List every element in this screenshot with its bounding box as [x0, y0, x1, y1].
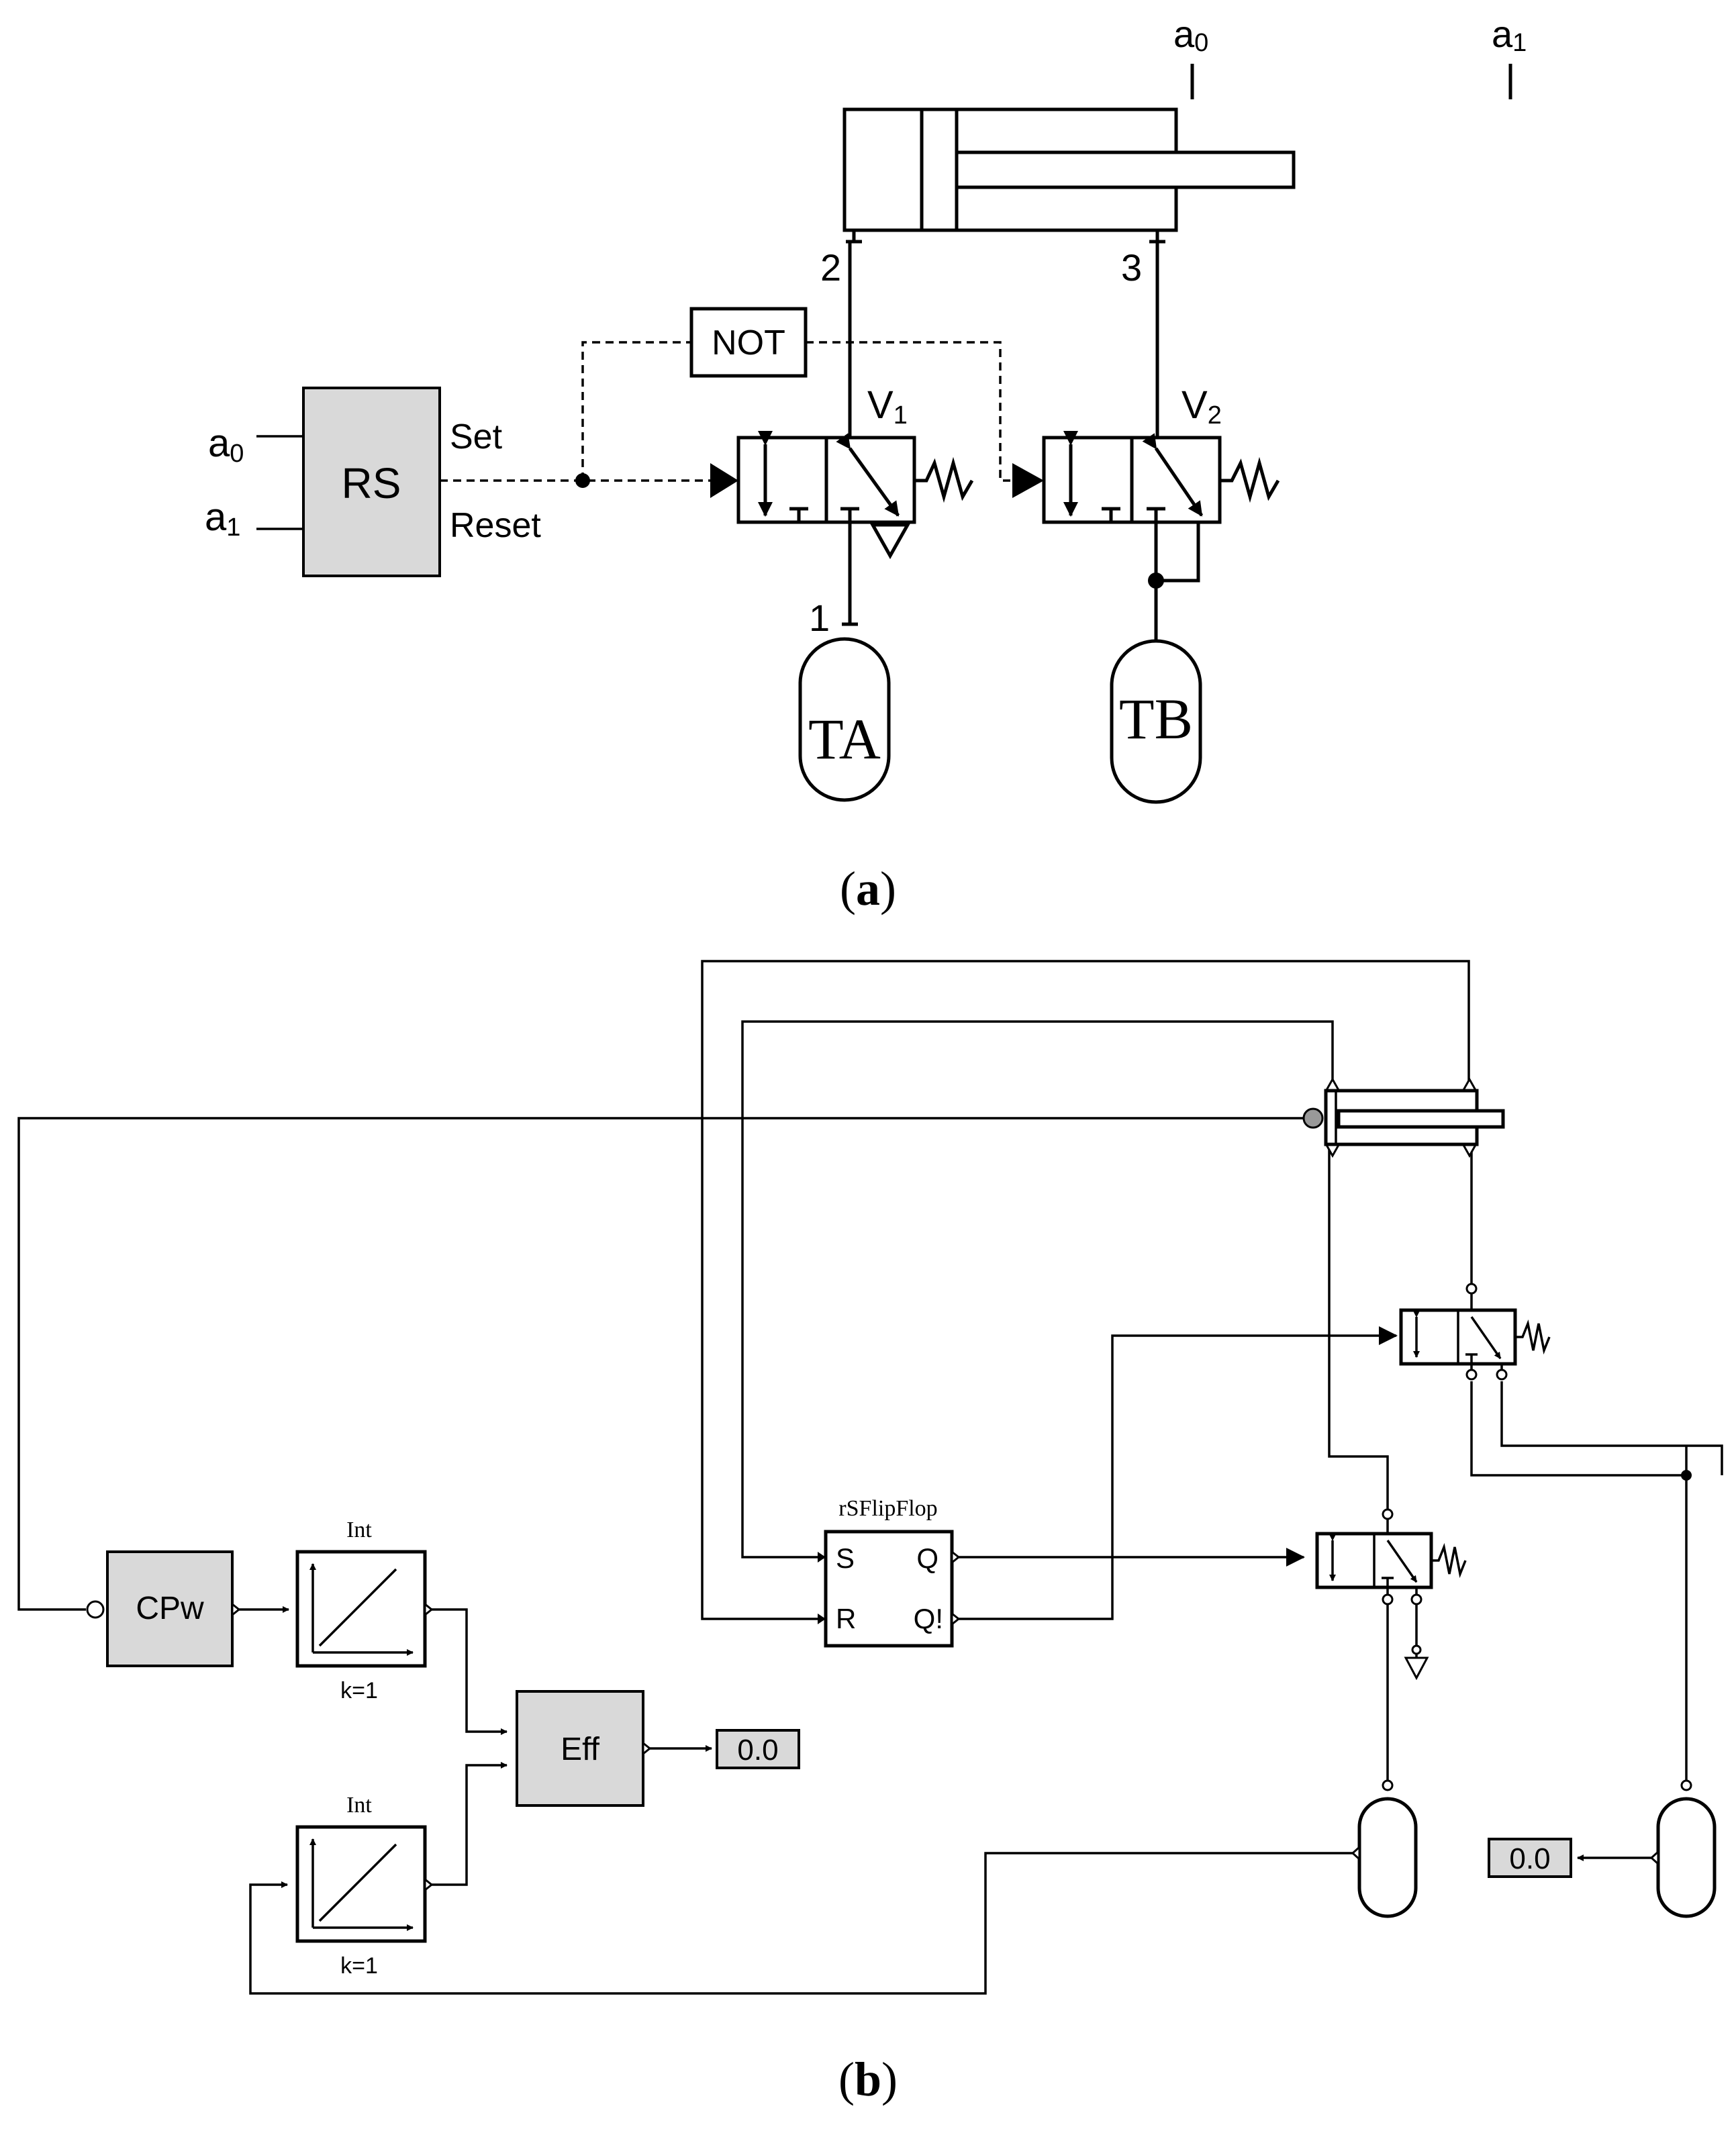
rs-input-a0: a0 — [208, 422, 244, 468]
integrator-1: Int k=1 — [295, 1518, 434, 1703]
sensor-a1: a1 — [1492, 13, 1527, 99]
caption-b: (b) — [838, 2052, 898, 2106]
sensor-a1-label: a1 — [1492, 13, 1527, 57]
valve-b-lower — [1315, 1508, 1467, 1681]
signal-wires — [17, 960, 1651, 1995]
port-2-label: 2 — [820, 246, 841, 289]
tank-b-left — [1351, 1779, 1418, 1918]
panel-b: CPw Int k=1 Int k=1 Eff — [17, 960, 1723, 2106]
ff-s-label: S — [836, 1542, 855, 1574]
int2-param: k=1 — [340, 1953, 378, 1979]
port-3-label: 3 — [1121, 246, 1142, 289]
cpw-label: CPw — [136, 1591, 204, 1626]
tank-b: TB — [1110, 639, 1202, 804]
tank-b-label: TB — [1119, 687, 1193, 751]
sensor-a0: a0 — [1173, 13, 1208, 99]
valve-v2-label: V2 — [1182, 383, 1222, 430]
sensor-a0-label: a0 — [1173, 13, 1208, 57]
rs-flipflop: RS a0 a1 Set Reset — [205, 387, 541, 577]
int1-title: Int — [346, 1518, 372, 1542]
eff-label: Eff — [561, 1732, 599, 1767]
not-label: NOT — [712, 324, 785, 362]
display-1: 0.0 — [716, 1729, 800, 1769]
not-gate: NOT — [689, 307, 808, 378]
ff-q-label: Q — [916, 1542, 938, 1574]
cylinder-b — [1302, 1077, 1505, 1158]
panel-a: a0 a1 2 3 RS a0 a1 — [205, 13, 1527, 915]
valve-b-upper — [1399, 1283, 1551, 1381]
int2-title: Int — [346, 1793, 372, 1818]
tank-a-label: TA — [808, 707, 881, 771]
rs-reset-label: Reset — [450, 506, 541, 545]
ff-qn-label: Q! — [914, 1603, 943, 1634]
rs-flipflop-block: rSFlipFlop S R Q Q! — [818, 1496, 961, 1648]
valve-v1: V1 — [710, 383, 974, 626]
port-1-label: 1 — [809, 597, 830, 639]
integrator-2: Int k=1 — [295, 1793, 434, 1979]
caption-a: (a) — [840, 862, 896, 915]
pneumatic-pipes — [1328, 1145, 1723, 1785]
tank-a: TA — [798, 637, 891, 802]
rs-set-label: Set — [450, 417, 503, 456]
signal-lines — [440, 341, 1010, 488]
tank-b-right — [1649, 1779, 1717, 1918]
ff-title: rSFlipFlop — [838, 1496, 937, 1521]
ff-r-label: R — [836, 1603, 856, 1634]
display-2: 0.0 — [1488, 1838, 1572, 1878]
valve-v1-label: V1 — [867, 383, 908, 430]
eff-block: Eff — [516, 1690, 652, 1807]
cpw-block: CPw — [86, 1550, 241, 1667]
int1-param: k=1 — [340, 1678, 378, 1703]
rs-input-a1: a1 — [205, 495, 240, 542]
rs-label: RS — [342, 459, 401, 507]
display-2-value: 0.0 — [1509, 1842, 1550, 1875]
valve-v2: V2 — [1012, 383, 1280, 641]
display-1-value: 0.0 — [737, 1734, 778, 1767]
pneumatic-cylinder — [842, 107, 1296, 244]
